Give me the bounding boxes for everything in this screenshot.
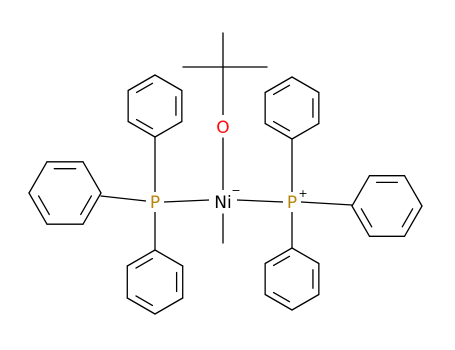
right-p-bottom-phenyl-ring-bond xyxy=(291,247,320,265)
left-p-top-phenyl-ring-double-bond xyxy=(135,118,154,130)
left-p-bottom-phenyl-ring-bond xyxy=(126,249,156,267)
left-p-top-phenyl-ring-bond xyxy=(127,74,156,92)
nickel-atom: Ni xyxy=(214,193,231,213)
oxygen-atom: O xyxy=(216,118,229,138)
right-p-top-phenyl-ring-double-bond xyxy=(272,84,291,96)
right-p-top-phenyl-ring-bond xyxy=(291,76,320,94)
right-p-top-phenyl-ring-bond xyxy=(291,122,320,140)
right-p-bottom-phenyl-ring-double-bond xyxy=(272,255,291,267)
right-p-right-phenyl-ring-bond xyxy=(403,175,423,207)
left-p-left-phenyl-ring-bond xyxy=(82,161,102,194)
left-p-top-phenyl-ring-bond xyxy=(154,74,183,92)
left-p-top-phenyl-ring-double-bond xyxy=(135,82,154,94)
left-p-left-phenyl-ring-double-bond xyxy=(80,195,93,216)
right-p-top-phenyl-ring-double-bond xyxy=(272,120,291,132)
right-p-bottom-phenyl-ring-bond xyxy=(264,247,293,265)
right-p-top-phenyl-ring-bond xyxy=(264,76,293,94)
right-p-bottom-phenyl-ring-bond xyxy=(291,293,320,311)
left-p-top-phenyl-ring-bond xyxy=(154,120,183,138)
right-p-right-phenyl-ring-bond xyxy=(351,205,371,237)
left-p-bottom-phenyl-ring-double-bond xyxy=(135,257,154,269)
left-p-left-phenyl-bond xyxy=(100,195,147,202)
nickel-charge: − xyxy=(231,184,240,197)
phosphorus-charge: + xyxy=(298,187,307,200)
right-p-bottom-phenyl-ring-double-bond xyxy=(272,291,291,303)
right-p-bottom-phenyl-ring-bond xyxy=(264,293,293,311)
nickel-to-right-phosphorus-bond xyxy=(236,199,284,203)
phosphorus-atom-right: P xyxy=(287,193,297,213)
right-p-top-phenyl-ring-bond xyxy=(264,122,293,140)
left-p-bottom-phenyl-ring-bond xyxy=(154,249,184,267)
phosphorus-atom-left: P xyxy=(150,193,160,213)
left-p-left-phenyl-ring-bond xyxy=(28,161,48,194)
right-p-right-phenyl-bond xyxy=(300,201,353,206)
left-p-left-phenyl-ring-double-bond xyxy=(37,195,50,216)
right-p-right-phenyl-ring-bond xyxy=(351,175,371,207)
left-p-left-phenyl-ring-bond xyxy=(82,192,102,225)
left-p-top-phenyl-ring-bond xyxy=(127,120,156,138)
left-p-bottom-phenyl-ring-bond xyxy=(126,297,156,315)
left-p-left-phenyl-ring-bond xyxy=(28,192,48,225)
left-p-bottom-phenyl-ring-double-bond xyxy=(135,295,154,307)
right-p-right-phenyl-ring-double-bond xyxy=(360,208,373,228)
nickel-to-left-phosphorus-bond xyxy=(163,199,210,203)
left-p-bottom-phenyl-ring-bond xyxy=(154,297,184,315)
right-p-right-phenyl-ring-double-bond xyxy=(401,208,414,228)
right-p-right-phenyl-ring-bond xyxy=(403,205,423,237)
